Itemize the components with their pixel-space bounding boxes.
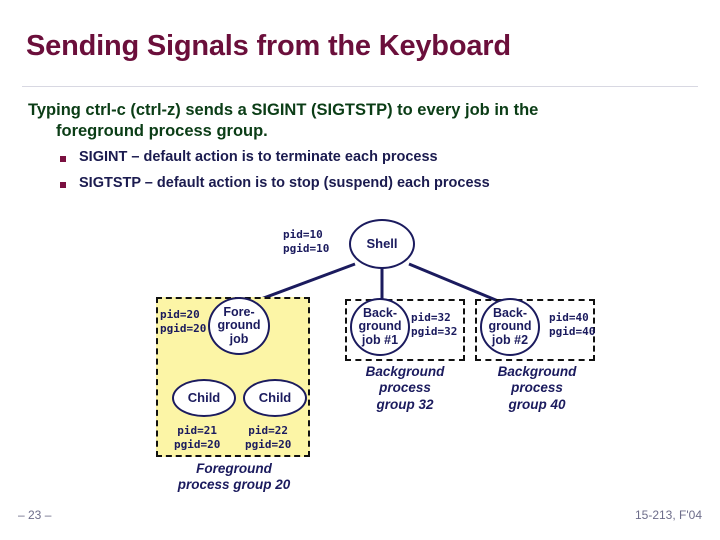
shell-pid-value: pid=10 bbox=[283, 228, 323, 241]
child-1-pid-value: pid=21 bbox=[177, 424, 218, 437]
shell-pgid-value: pgid=10 bbox=[283, 242, 330, 256]
node-child-2-label: Child bbox=[258, 390, 292, 406]
node-shell[interactable]: Shell bbox=[349, 219, 415, 269]
node-background-job-1-label: Back- ground job #1 bbox=[358, 307, 401, 346]
fg-label-line-3: job bbox=[229, 331, 249, 346]
background-2-pgid-value: pgid=40 bbox=[549, 325, 596, 339]
bg2-label-line-2: ground bbox=[488, 319, 532, 334]
child-2-pid-label: pid=22 pgid=20 bbox=[245, 424, 291, 453]
node-foreground-job[interactable]: Fore- ground job bbox=[208, 297, 270, 355]
fg-label-line-1: Fore- bbox=[223, 305, 255, 320]
foreground-pgid-value: pgid=20 bbox=[160, 322, 207, 336]
foreground-pid-label: pid=20 pgid=20 bbox=[160, 308, 206, 337]
list-item-label: SIGINT – default action is to terminate … bbox=[79, 149, 438, 165]
child-2-pgid-value: pgid=20 bbox=[245, 438, 292, 452]
bg2-label-line-3: job #2 bbox=[491, 332, 529, 347]
foreground-pid-value: pid=20 bbox=[160, 308, 200, 321]
footer-page-number: – 23 – bbox=[18, 508, 52, 522]
lead-paragraph: Typing ctrl-c (ctrl-z) sends a SIGINT (S… bbox=[28, 100, 688, 143]
background-group-32-caption: Background process group 32 bbox=[365, 364, 445, 412]
node-background-job-1[interactable]: Back- ground job #1 bbox=[350, 298, 410, 356]
child-2-pid-value: pid=22 bbox=[248, 424, 289, 437]
bg1-label-line-2: ground bbox=[358, 319, 402, 334]
lead-line-2: foreground process group. bbox=[56, 122, 268, 141]
node-child-2[interactable]: Child bbox=[243, 379, 307, 417]
child-1-pgid-value: pgid=20 bbox=[174, 438, 221, 452]
background-group-32-box bbox=[345, 299, 465, 361]
bullet-list: SIGINT – default action is to terminate … bbox=[60, 150, 680, 201]
foreground-group-caption: Foreground process group 20 bbox=[177, 461, 291, 493]
background-group-40-box bbox=[475, 299, 595, 361]
node-child-1-label: Child bbox=[187, 390, 221, 406]
background-1-pid-label: pid=32 pgid=32 bbox=[411, 311, 457, 340]
footer-course-label: 15-213, F'04 bbox=[634, 508, 702, 522]
background-2-pid-label: pid=40 pgid=40 bbox=[549, 311, 595, 340]
child-1-pid-label: pid=21 pgid=20 bbox=[174, 424, 220, 453]
background-1-pgid-value: pgid=32 bbox=[411, 325, 458, 339]
lead-line-1: Typing ctrl-c (ctrl-z) sends a SIGINT (S… bbox=[28, 101, 539, 119]
background-group-40-caption: Background process group 40 bbox=[497, 364, 577, 412]
list-item: SIGTSTP – default action is to stop (sus… bbox=[60, 174, 680, 191]
page-title: Sending Signals from the Keyboard bbox=[26, 30, 511, 62]
node-child-1[interactable]: Child bbox=[172, 379, 236, 417]
title-divider bbox=[22, 86, 698, 87]
bg2-label-line-1: Back- bbox=[492, 306, 528, 321]
node-foreground-job-label: Fore- ground job bbox=[217, 306, 260, 345]
list-item-label: SIGTSTP – default action is to stop (sus… bbox=[79, 174, 490, 191]
node-background-job-2[interactable]: Back- ground job #2 bbox=[480, 298, 540, 356]
shell-pid-label: pid=10 pgid=10 bbox=[283, 228, 329, 257]
bg1-label-line-3: job #1 bbox=[361, 332, 399, 347]
node-background-job-2-label: Back- ground job #2 bbox=[488, 307, 531, 346]
background-1-pid-value: pid=32 bbox=[411, 311, 451, 324]
background-2-pid-value: pid=40 bbox=[549, 311, 589, 324]
edge-shell-to-background-2 bbox=[408, 262, 504, 305]
square-bullet-icon bbox=[60, 181, 66, 188]
list-item: SIGINT – default action is to terminate … bbox=[60, 150, 680, 165]
node-shell-label: Shell bbox=[366, 236, 398, 252]
square-bullet-icon bbox=[60, 156, 66, 162]
bg1-label-line-1: Back- bbox=[362, 306, 398, 321]
fg-label-line-2: ground bbox=[217, 318, 261, 333]
